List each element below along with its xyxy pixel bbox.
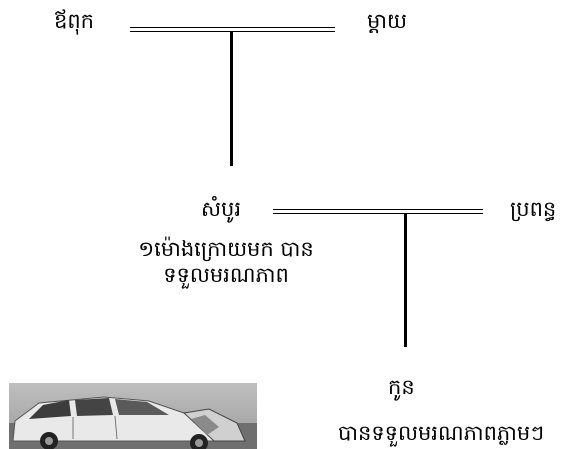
car-crash-photo (9, 383, 257, 449)
father-label: ឪពុក (54, 9, 94, 33)
sombo-note-line2: ទទួលមរណភាព (163, 263, 289, 287)
couple-marriage-line-bottom (273, 213, 483, 214)
sombo-label: សំបូរ (201, 197, 241, 221)
child-note: បានទទួលមរណភាពភ្លាមៗ (338, 421, 545, 445)
parents-descent-line (230, 31, 233, 166)
couple-marriage-line-top (273, 209, 483, 210)
couple-descent-line (404, 213, 407, 347)
child-label: កូន (388, 375, 415, 399)
car-crash-icon (9, 383, 257, 449)
wife-label: ប្រពន្ធ (510, 197, 557, 221)
mother-label: ម្ដាយ (367, 9, 407, 33)
sombo-note-line1: ១ម៉ោងក្រោយមក បាន (138, 237, 314, 261)
parents-marriage-line-top (130, 27, 335, 28)
